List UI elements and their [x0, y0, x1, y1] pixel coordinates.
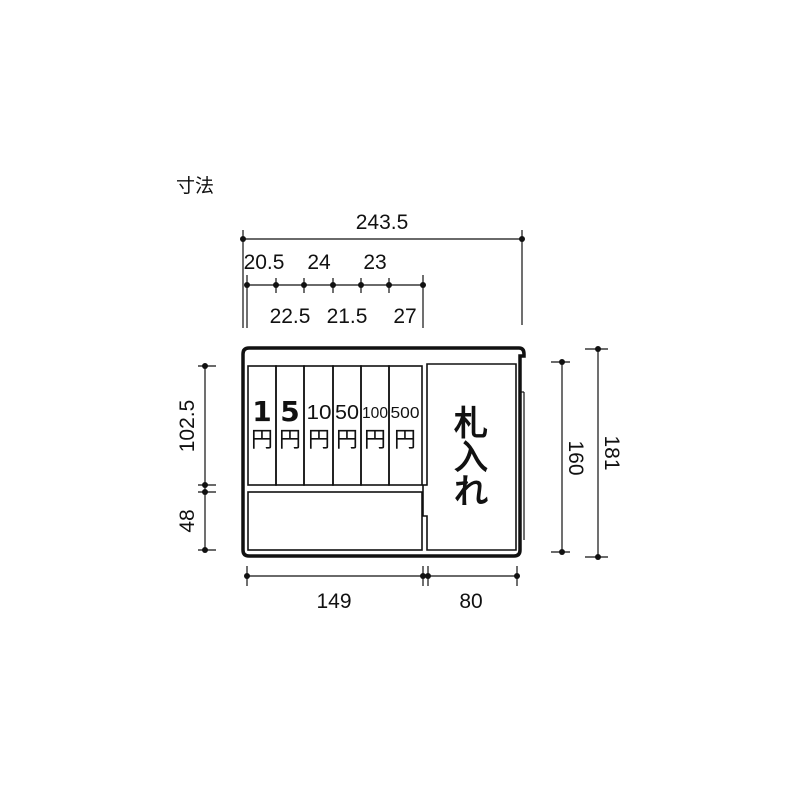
dim-top-2: 24 [307, 251, 331, 274]
dim-top-3: 23 [363, 251, 386, 274]
coin-slot-50 [332, 365, 362, 486]
coin-label-unit-10: 円 [308, 428, 330, 453]
coin-label-value-50: 50 [335, 402, 359, 424]
left-lower-height-label: 48 [176, 509, 199, 532]
cash-tray: 1 5 10 50 100 500 円 円 円 円 円 円 札 入 れ [241, 346, 526, 558]
coin-label-unit-5: 円 [279, 428, 301, 453]
slot-width-dimensions: 20.5 24 23 22.5 21.5 27 [244, 251, 426, 328]
bill-label-char-2: 入 [454, 438, 488, 478]
overall-width-label: 243.5 [356, 211, 409, 234]
bill-label-char-3: れ [454, 472, 488, 512]
dim-bottom-1: 22.5 [270, 305, 311, 328]
bottom-right-width-label: 80 [459, 590, 482, 613]
coin-label-value-1: 1 [252, 395, 271, 428]
coin-label-value-100: 100 [362, 405, 388, 422]
overall-width-dimension: 243.5 [240, 211, 525, 328]
lower-compartment [247, 491, 423, 551]
coin-slot-500 [388, 365, 423, 486]
bottom-left-width-label: 149 [316, 590, 351, 613]
bill-label-char-1: 札 [454, 404, 488, 444]
left-upper-height-label: 102.5 [176, 400, 199, 453]
right-height-dimensions: 160 181 [551, 346, 623, 560]
coin-label-unit-100: 円 [364, 428, 386, 453]
coin-slot-10 [303, 365, 334, 486]
coin-label-value-500: 500 [391, 405, 420, 422]
dim-bottom-2: 21.5 [327, 305, 368, 328]
drawing-title: 寸法 [176, 175, 214, 197]
dim-bottom-3: 27 [393, 305, 416, 328]
coin-label-unit-1: 円 [251, 428, 273, 453]
right-inner-height-label: 160 [564, 440, 587, 475]
coin-label-unit-50: 円 [336, 428, 358, 453]
bottom-width-dimensions: 149 80 [244, 566, 520, 613]
coin-label-value-10: 10 [307, 402, 332, 424]
left-height-dimensions: 102.5 48 [176, 363, 216, 553]
dim-top-1: 20.5 [244, 251, 285, 274]
right-outer-height-label: 181 [600, 435, 623, 470]
coin-label-unit-500: 円 [394, 428, 416, 453]
coin-label-value-5: 5 [280, 395, 299, 428]
coin-slot-100 [360, 365, 390, 486]
